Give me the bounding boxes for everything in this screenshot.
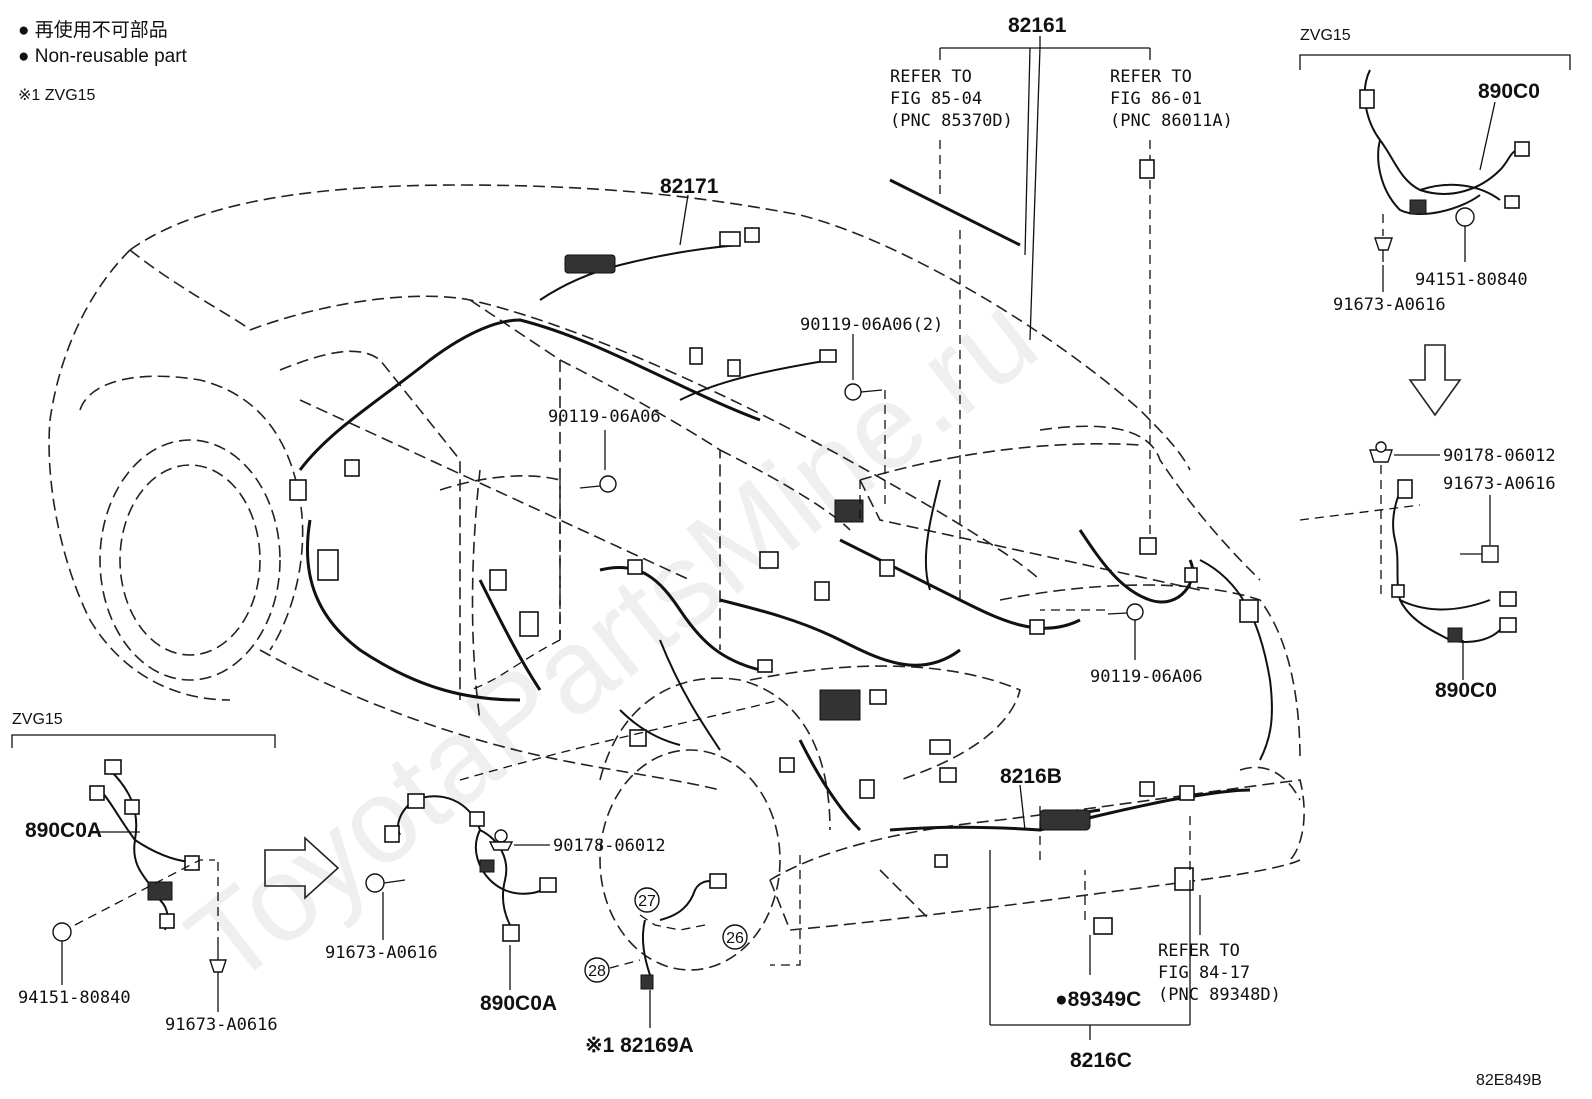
label-82171: 82171 — [660, 175, 719, 198]
inset-left: ZVG15 890C0A 94151-80840 91673-A0616 — [11, 711, 340, 1035]
label-91673-a0616-top: 91673-A0616 — [1333, 295, 1446, 315]
bolt-90119-right — [1107, 603, 1144, 621]
leader-lines — [459, 36, 1421, 1040]
ref3-line1: REFER TO — [1158, 941, 1240, 961]
ref1-line3: (PNC 85370D) — [890, 111, 1013, 131]
ref3-line2: FIG 84-17 — [1158, 963, 1250, 983]
callout-27: 27 — [638, 893, 656, 910]
right-arrow — [264, 836, 340, 900]
label-8216b: 8216B — [1000, 765, 1062, 788]
bolt-90119-top — [844, 383, 883, 401]
legend-non-reusable-jp: ● 再使用不可部品 — [18, 19, 168, 41]
clip-86-01 — [1139, 159, 1155, 179]
label-890c0a-mid: 890C0A — [480, 992, 557, 1015]
callout-28: 28 — [588, 963, 606, 980]
inset-right: 90178-06012 91673-A0616 890C0 — [1369, 441, 1556, 702]
ref1-line2: FIG 85-04 — [890, 89, 982, 109]
clip-89349c — [1093, 917, 1113, 935]
roof-harness-82171 — [298, 227, 837, 471]
down-arrow — [1408, 344, 1462, 417]
ref2-line2: FIG 86-01 — [1110, 89, 1202, 109]
harness-82169a: 27 26 28 ※1 82169A — [584, 873, 748, 1057]
inset-top-right: ZVG15 890C0 94151-80840 91673-A0616 — [1299, 27, 1571, 417]
label-890c0-top: 890C0 — [1478, 80, 1540, 103]
roof-rod — [889, 178, 1021, 247]
label-94151-80840-top: 94151-80840 — [1415, 270, 1528, 290]
label-90119-06a06-left: 90119-06A06 — [548, 407, 661, 427]
label-82169a: ※1 82169A — [585, 1034, 694, 1057]
floor-harness-82161 — [289, 459, 1273, 832]
label-90178-06012-mid: 90178-06012 — [553, 836, 666, 856]
label-91673-a0616-left: 91673-A0616 — [165, 1015, 278, 1035]
label-89349c: ●89349C — [1055, 988, 1141, 1011]
ref3-line3: (PNC 89348D) — [1158, 985, 1281, 1005]
watermark: ToyotaPartsMine.ru — [164, 268, 1061, 1010]
label-90178-06012-right: 90178-06012 — [1443, 446, 1556, 466]
legend-non-reusable-en: ● Non-reusable part — [18, 46, 188, 67]
label-90119-06a06-2: 90119-06A06(2) — [800, 315, 943, 335]
label-zvg15-left: ZVG15 — [12, 711, 63, 728]
legend-note-1: ※1 ZVG15 — [18, 87, 96, 104]
label-82161: 82161 — [1008, 14, 1067, 37]
label-91673-a0616-mid: 91673-A0616 — [325, 943, 438, 963]
label-90119-06a06-right: 90119-06A06 — [1090, 667, 1203, 687]
ref1-line1: REFER TO — [890, 67, 972, 87]
callout-26: 26 — [726, 930, 744, 947]
label-8216c: 8216C — [1070, 1049, 1132, 1072]
label-91673-a0616-right: 91673-A0616 — [1443, 474, 1556, 494]
ref2-line1: REFER TO — [1110, 67, 1192, 87]
rear-harness-8216B — [889, 781, 1251, 891]
label-890c0a-left: 890C0A — [25, 819, 102, 842]
label-zvg15-top: ZVG15 — [1300, 27, 1351, 44]
vehicle-body-outline — [48, 184, 1305, 971]
bolt-90119-left — [579, 475, 617, 493]
inset-middle-lower: 90178-06012 91673-A0616 890C0A — [325, 793, 666, 1015]
diagram-code: 82E849B — [1476, 1072, 1542, 1089]
label-890c0-right: 890C0 — [1435, 679, 1497, 702]
label-94151-80840-left: 94151-80840 — [18, 988, 131, 1008]
ref2-line3: (PNC 86011A) — [1110, 111, 1233, 131]
